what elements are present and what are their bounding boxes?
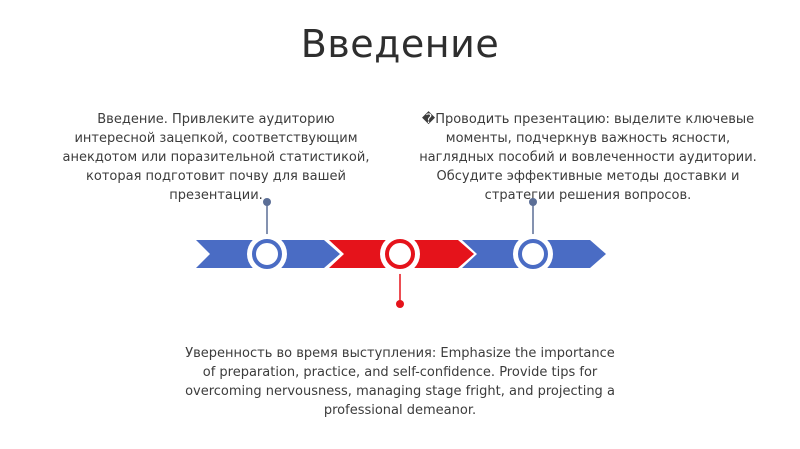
milestone-ring-3-inner	[518, 239, 548, 269]
arrow-segment-2	[329, 240, 474, 268]
milestone-ring-1-inner	[252, 239, 282, 269]
point-left-text: Введение. Привлеките аудиторию интересно…	[62, 112, 370, 203]
slide-title: Введение	[300, 22, 500, 66]
point-right-text: �Проводить презентацию: выделите ключевы…	[419, 112, 757, 203]
milestone-ring-2	[380, 234, 420, 274]
arrow-segment-1	[196, 240, 340, 268]
arrow-segment-3	[462, 240, 606, 268]
milestone-ring-2-inner	[385, 239, 415, 269]
milestone-ring-1	[247, 234, 287, 274]
connector-bottom-dot	[396, 300, 404, 308]
milestone-ring-3	[513, 234, 553, 274]
point-bottom-text: Уверенность во время выступления: Emphas…	[185, 346, 615, 418]
